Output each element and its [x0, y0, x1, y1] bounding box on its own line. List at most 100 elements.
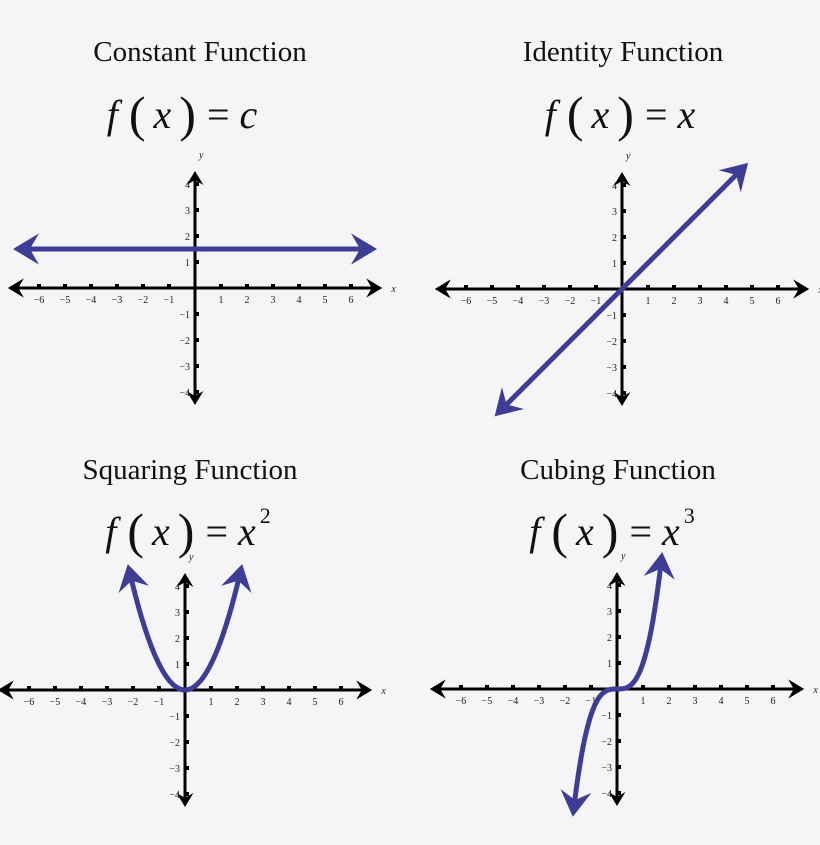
formula-var: x [591, 92, 610, 137]
panel-title-cubing: Cubing Function [520, 454, 716, 486]
x-tick [261, 686, 265, 690]
x-tick [464, 285, 468, 289]
x-tick-label: 2 [672, 296, 677, 307]
y-tick [622, 365, 626, 369]
formula-rhs: x [677, 92, 696, 137]
x-tick-label: 4 [287, 697, 292, 708]
x-tick-label: −6 [34, 295, 45, 306]
formula-equals: = [629, 509, 652, 554]
y-tick-label: 3 [607, 607, 612, 618]
y-tick [195, 208, 199, 212]
x-tick-label: −4 [513, 296, 524, 307]
y-axis-label: y [188, 552, 194, 563]
formula-paren-open: ( [127, 503, 145, 559]
x-tick-label: −4 [508, 696, 519, 707]
x-tick-label: −1 [154, 697, 165, 708]
y-tick [622, 261, 626, 265]
x-tick [167, 284, 171, 288]
y-tick-label: 3 [175, 608, 180, 619]
x-axis-label: x [817, 285, 820, 296]
y-tick [617, 765, 621, 769]
formula-rhs: x [238, 509, 256, 554]
x-tick [563, 685, 567, 689]
y-tick-label: 2 [185, 232, 190, 243]
x-tick [115, 284, 119, 288]
formula-var: x [576, 509, 594, 554]
formula-exponent: 3 [683, 503, 695, 528]
y-tick [622, 183, 626, 187]
x-tick [490, 285, 494, 289]
x-tick-label: −6 [461, 296, 472, 307]
y-axis-arrow-up [176, 573, 194, 587]
y-tick [195, 260, 199, 264]
x-tick-label: 5 [313, 697, 318, 708]
y-tick-label: 4 [612, 181, 617, 192]
x-tick [594, 285, 598, 289]
x-tick [53, 686, 57, 690]
y-tick-label: −1 [606, 311, 617, 322]
y-axis-arrow-down [186, 391, 204, 405]
y-tick [622, 209, 626, 213]
x-tick [105, 686, 109, 690]
y-tick-label: −4 [606, 389, 617, 400]
y-tick-label: −1 [179, 310, 190, 321]
y-axis-arrow-up [613, 172, 631, 186]
x-tick-label: −5 [60, 295, 71, 306]
x-tick-label: 3 [698, 296, 703, 307]
x-tick-label: −5 [50, 697, 61, 708]
x-tick-label: −5 [487, 296, 498, 307]
x-tick [157, 686, 161, 690]
y-tick-label: −3 [601, 763, 612, 774]
x-tick [131, 686, 135, 690]
y-tick [195, 182, 199, 186]
y-tick-label: 2 [612, 233, 617, 244]
formula-var: x [152, 509, 170, 554]
y-tick-label: 2 [607, 633, 612, 644]
formula-paren-open: ( [551, 503, 569, 559]
x-tick [141, 284, 145, 288]
curve-arrow-start [560, 789, 592, 817]
y-tick-label: −3 [169, 764, 180, 775]
x-tick [698, 285, 702, 289]
y-tick-label: −2 [179, 336, 190, 347]
panel-title-identity: Identity Function [522, 36, 724, 68]
x-tick [724, 285, 728, 289]
x-tick [245, 284, 249, 288]
y-tick [622, 235, 626, 239]
x-tick-label: 1 [641, 696, 646, 707]
y-tick [617, 739, 621, 743]
x-tick [568, 285, 572, 289]
x-axis-arrow-left [7, 278, 24, 298]
y-tick [185, 662, 189, 666]
x-tick-label: 5 [750, 296, 755, 307]
x-tick-label: −6 [24, 697, 35, 708]
y-tick-label: 1 [612, 259, 617, 270]
x-tick [89, 284, 93, 288]
x-tick-label: 6 [771, 696, 776, 707]
x-tick-label: 2 [245, 295, 250, 306]
x-tick [672, 285, 676, 289]
x-tick-label: 4 [719, 696, 724, 707]
x-tick [745, 685, 749, 689]
x-tick-label: 5 [323, 295, 328, 306]
x-tick [646, 285, 650, 289]
curve-arrow-end [718, 162, 749, 193]
x-axis-label: x [380, 686, 386, 697]
formula-paren-close: ) [601, 503, 619, 559]
x-tick [693, 685, 697, 689]
x-tick-label: −2 [128, 697, 139, 708]
y-tick-label: −4 [601, 789, 612, 800]
y-tick [185, 740, 189, 744]
x-tick [349, 284, 353, 288]
y-tick-label: −4 [179, 388, 190, 399]
x-tick-label: 3 [261, 697, 266, 708]
formula-constant: f(x)=c [0, 86, 392, 143]
function-curve [128, 573, 242, 693]
y-tick-label: 1 [185, 258, 190, 269]
y-tick-label: 4 [607, 581, 612, 592]
x-tick-label: 2 [235, 697, 240, 708]
x-tick [719, 685, 723, 689]
y-tick-label: 3 [612, 207, 617, 218]
